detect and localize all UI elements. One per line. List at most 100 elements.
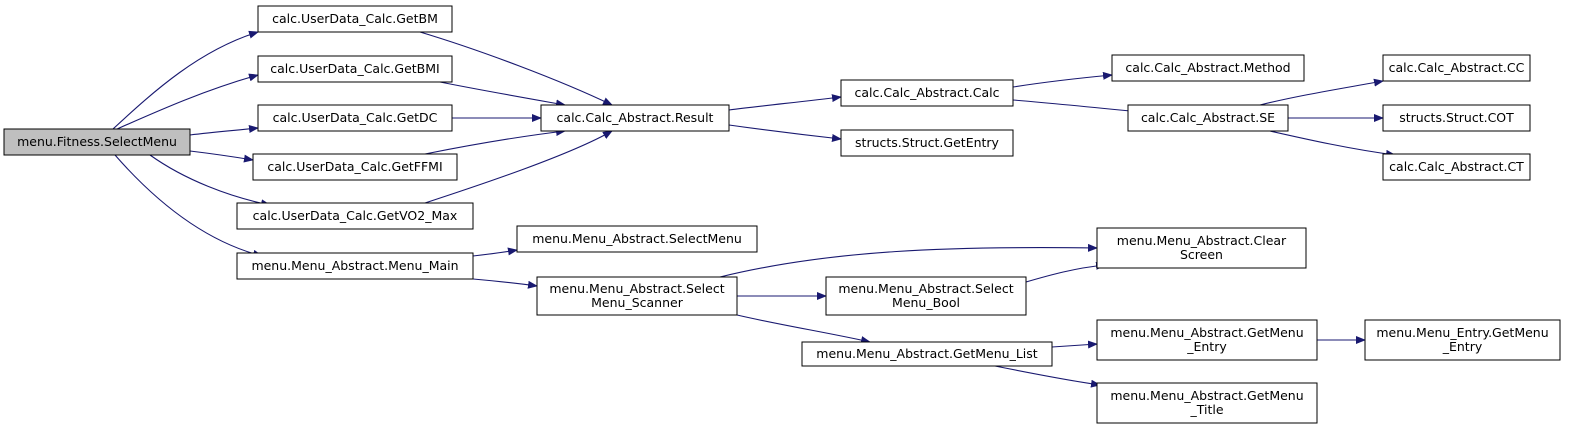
edge-line: [728, 94, 842, 111]
node-menu-menu-abstract-selectmenu[interactable]: menu.Menu_Abstract.SelectMenu: [516, 225, 758, 253]
node-box[interactable]: [1382, 104, 1531, 132]
node-label: menu.Menu_Abstract.Clear: [1117, 233, 1287, 248]
node-label: calc.UserData_Calc.GetBM: [272, 11, 438, 26]
node-label: menu.Menu_Abstract.Select: [838, 281, 1013, 296]
node-box[interactable]: [825, 276, 1027, 316]
edge-line: [1012, 99, 1141, 116]
node-label: Menu_Bool: [892, 295, 960, 310]
edge-line: [1269, 130, 1396, 158]
node-calc-calc-abstract-se[interactable]: calc.Calc_Abstract.SE: [1127, 104, 1289, 132]
node-label: _Entry: [1442, 339, 1483, 354]
node-structs-struct-getentry[interactable]: structs.Struct.GetEntry: [840, 129, 1014, 157]
node-label: calc.UserData_Calc.GetDC: [273, 110, 438, 125]
edge-line: [149, 154, 271, 208]
node-label: menu.Menu_Abstract.Select: [549, 281, 724, 296]
node-calc-calc-abstract-ct[interactable]: calc.Calc_Abstract.CT: [1382, 153, 1531, 181]
node-box[interactable]: [252, 153, 458, 181]
node-box[interactable]: [257, 55, 453, 83]
node-box[interactable]: [1111, 54, 1305, 82]
node-label: Screen: [1180, 247, 1223, 262]
node-box[interactable]: [236, 252, 474, 280]
node-label: structs.Struct.GetEntry: [855, 135, 1000, 150]
node-menu-menu-abstract-getmenu-list[interactable]: menu.Menu_Abstract.GetMenu_List: [801, 341, 1053, 367]
node-box[interactable]: [1364, 319, 1561, 361]
node-box[interactable]: [1382, 153, 1531, 181]
edge-line: [424, 128, 566, 155]
edge-line: [472, 247, 518, 257]
node-label: menu.Fitness.SelectMenu: [17, 134, 177, 149]
edge-line: [1025, 261, 1106, 283]
node-menu-menu-entry-getmenu-entry[interactable]: menu.Menu_Entry.GetMenu_Entry: [1364, 319, 1561, 361]
node-label: calc.UserData_Calc.GetFFMI: [267, 159, 442, 174]
node-label: calc.Calc_Abstract.SE: [1141, 110, 1275, 125]
edge-line: [424, 130, 613, 204]
edge-n2-n7: [439, 81, 566, 108]
edge-n0-n4: [189, 150, 254, 163]
node-calc-userdata-calc-getbm[interactable]: calc.UserData_Calc.GetBM: [257, 5, 453, 33]
edge-line: [472, 278, 538, 289]
node-calc-userdata-calc-getvo2-max[interactable]: calc.UserData_Calc.GetVO2_Max: [236, 202, 474, 230]
node-menu-menu-abstract-menu-main[interactable]: menu.Menu_Abstract.Menu_Main: [236, 252, 474, 280]
node-box[interactable]: [257, 5, 453, 33]
edge-n19-n20: [1051, 340, 1098, 349]
node-box[interactable]: [1127, 104, 1289, 132]
node-box[interactable]: [840, 79, 1014, 107]
edge-n11-n12: [1259, 78, 1384, 106]
node-box[interactable]: [540, 104, 730, 132]
node-label: menu.Menu_Abstract.GetMenu: [1110, 388, 1303, 403]
edge-line: [1051, 340, 1098, 349]
edge-line: [728, 124, 842, 142]
edge-n4-n7: [424, 128, 566, 155]
node-box[interactable]: [1096, 319, 1318, 361]
node-menu-menu-abstract-selectmenu-scanner[interactable]: menu.Menu_Abstract.SelectMenu_Scanner: [536, 276, 738, 316]
node-menu-menu-abstract-selectmenu-bool[interactable]: menu.Menu_Abstract.SelectMenu_Bool: [825, 276, 1027, 316]
node-box[interactable]: [516, 225, 758, 253]
node-calc-calc-abstract-cc[interactable]: calc.Calc_Abstract.CC: [1382, 54, 1531, 82]
node-box[interactable]: [801, 341, 1053, 367]
edge-n0-n2: [116, 73, 259, 130]
node-label: calc.Calc_Abstract.Method: [1125, 60, 1290, 75]
node-box[interactable]: [1382, 54, 1531, 82]
edge-n19-n21: [994, 365, 1101, 388]
node-label: calc.UserData_Calc.GetBMI: [270, 61, 439, 76]
edge-n0-n5: [149, 154, 271, 208]
edge-n16-n19: [736, 314, 871, 344]
node-label: calc.Calc_Abstract.CC: [1389, 60, 1525, 75]
node-structs-struct-cot[interactable]: structs.Struct.COT: [1382, 104, 1531, 132]
node-box[interactable]: [1096, 227, 1307, 269]
edge-line: [994, 365, 1101, 388]
node-calc-userdata-calc-getdc[interactable]: calc.UserData_Calc.GetDC: [257, 104, 453, 132]
node-menu-fitness-selectmenu[interactable]: menu.Fitness.SelectMenu: [3, 128, 191, 156]
edge-n7-n9: [728, 124, 842, 142]
edge-line: [419, 31, 613, 106]
node-calc-userdata-calc-getffmi[interactable]: calc.UserData_Calc.GetFFMI: [252, 153, 458, 181]
edge-n0-n3: [189, 125, 259, 136]
node-box[interactable]: [3, 128, 191, 156]
node-box[interactable]: [236, 202, 474, 230]
node-label: calc.Calc_Abstract.Calc: [854, 85, 999, 100]
edge-line: [719, 243, 1098, 278]
node-calc-calc-abstract-calc[interactable]: calc.Calc_Abstract.Calc: [840, 79, 1014, 107]
node-menu-menu-abstract-getmenu-title[interactable]: menu.Menu_Abstract.GetMenu_Title: [1096, 382, 1318, 424]
node-label: calc.Calc_Abstract.Result: [557, 110, 714, 125]
node-calc-calc-abstract-result[interactable]: calc.Calc_Abstract.Result: [540, 104, 730, 132]
edge-line: [112, 30, 259, 130]
edge-n1-n7: [419, 31, 613, 106]
edge-n8-n10: [1012, 71, 1113, 88]
node-box[interactable]: [257, 104, 453, 132]
node-calc-calc-abstract-method[interactable]: calc.Calc_Abstract.Method: [1111, 54, 1305, 82]
edge-n11-n14: [1269, 130, 1396, 158]
edges-layer: [112, 30, 1396, 388]
node-box[interactable]: [1096, 382, 1318, 424]
node-calc-userdata-calc-getbmi[interactable]: calc.UserData_Calc.GetBMI: [257, 55, 453, 83]
edge-line: [1259, 78, 1384, 106]
node-menu-menu-abstract-getmenu-entry[interactable]: menu.Menu_Abstract.GetMenu_Entry: [1096, 319, 1318, 361]
node-box[interactable]: [536, 276, 738, 316]
node-label: structs.Struct.COT: [1399, 110, 1514, 125]
node-label: menu.Menu_Abstract.Menu_Main: [251, 258, 458, 273]
node-box[interactable]: [840, 129, 1014, 157]
edge-n7-n8: [728, 94, 842, 111]
node-label: menu.Menu_Abstract.SelectMenu: [532, 231, 742, 246]
